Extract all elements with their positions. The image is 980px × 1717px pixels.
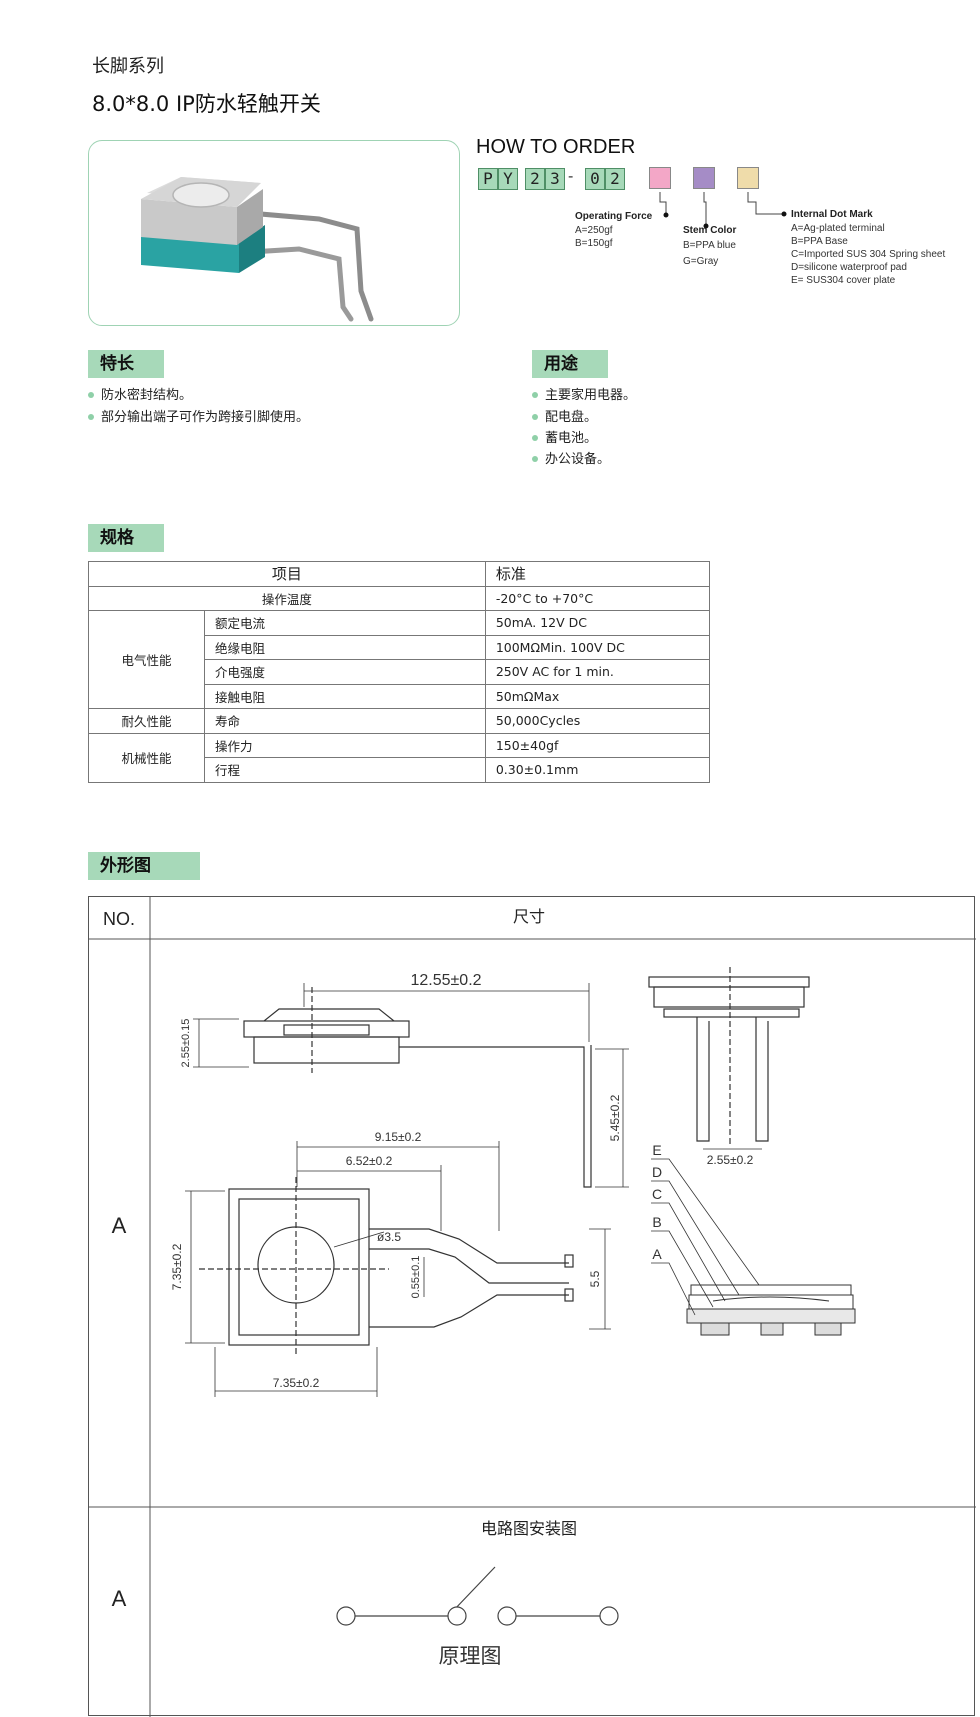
dim-0-55: 0.55±0.1 [410,1256,422,1299]
col-size-header: 尺寸 [513,907,545,926]
layer-label: D [652,1164,662,1180]
features-heading: 特长 [88,350,164,378]
code-char: 2 [605,168,625,190]
uses-heading: 用途 [532,350,608,378]
table-row: 机械性能 操作力 150±40gf [88,732,711,783]
operating-force-label: Operating Force [575,211,653,222]
dot-mark-swatch [737,167,759,189]
cell-label: 寿命 [204,708,486,734]
table-row: 介电强度 250V AC for 1 min. [89,659,711,685]
circuit-diagram [336,1566,619,1626]
col-std-header: 标准 [484,561,711,587]
side-view [243,987,592,1188]
dim-leg-drop: 5.45±0.2 [608,1094,622,1141]
dim-width-v: 7.35±0.2 [170,1243,184,1290]
cell-label: 额定电流 [204,610,486,636]
table-row: 行程 0.30±0.1mm [89,757,711,783]
product-photo [88,140,460,326]
dot-mark-b: B=PPA Base [791,236,848,247]
col-no-header: NO. [103,909,135,929]
code-char: 0 [585,168,605,190]
dim-total-length: 12.55±0.2 [410,972,481,989]
stem-color-b: B=PPA blue [683,240,736,251]
operating-force-b: B=150gf [575,238,613,249]
cell-value: 50mΩMax [484,683,711,709]
col-item-header: 项目 [88,561,486,587]
operating-force-swatch [649,167,671,189]
dot-mark-a: A=Ag-plated terminal [791,223,885,234]
cell-value: -20°C to +70°C [484,585,711,611]
operating-force-a: A=250gf [575,225,613,236]
table-row: 耐久性能 寿命 50,000Cycles [88,708,711,734]
dot-mark-c: C=Imported SUS 304 Spring sheet [791,249,946,260]
dim-side-pitch: 2.55±0.2 [707,1153,754,1167]
table-row: 电气性能 额定电流 50mA. 12V DC [88,610,711,709]
cell-value: 0.30±0.1mm [484,757,711,783]
layer-label: C [652,1186,662,1202]
cell-label: 操作温度 [88,585,486,611]
table-row: 项目 标准 [88,561,711,587]
dimension-drawing: NO. 尺寸 A 12.55±0.2 2.55±0.15 5.45±0.2 [89,897,976,1717]
cell-value: 250V AC for 1 min. [484,659,711,685]
layer-label: E [652,1142,661,1158]
dim-6-52: 6.52±0.2 [346,1154,393,1168]
right-view [648,967,810,1150]
cell-value: 150±40gf [484,732,711,758]
cell-label: 介电强度 [204,659,486,685]
dim-width-h: 7.35±0.2 [273,1376,320,1390]
order-leader-lines [659,192,787,229]
dim-phi: ø3.5 [377,1230,401,1244]
cell-label: 绝缘电阻 [204,634,486,660]
dim-height: 2.55±0.15 [180,1019,192,1068]
spec-table: 项目 标准 操作温度 -20°C to +70°C 电气性能 额定电流 50mA… [88,561,711,783]
cell-value: 100MΩMin. 100V DC [484,634,711,660]
row-label: A [112,1213,127,1238]
switch-illustration [141,177,374,322]
cell-value: 50,000Cycles [484,708,711,734]
cell-value: 50mA. 12V DC [484,610,711,636]
cell-label: 接触电阻 [204,683,486,709]
product-title: 8.0*8.0 IP防水轻触开关 [92,92,321,116]
group-label: 耐久性能 [88,708,205,734]
code-char: P [478,168,498,190]
use-item: 配电盘。 [532,406,597,425]
series-label: 长脚系列 [92,56,164,77]
use-item: 办公设备。 [532,448,610,467]
feature-item: 防水密封结构。 [88,384,192,403]
spec-heading: 规格 [88,524,164,552]
circuit-caption: 原理图 [439,1644,502,1668]
table-row: 接触电阻 50mΩMax [89,683,711,709]
use-item: 主要家用电器。 [532,384,636,403]
dim-9-15: 9.15±0.2 [375,1130,422,1144]
dimensions-heading: 外形图 [88,852,200,880]
circuit-heading: 电路图安装图 [481,1519,577,1538]
cell-label: 操作力 [204,732,486,758]
feature-item: 部分输出端子可作为跨接引脚使用。 [88,406,309,425]
layer-label: A [652,1246,662,1262]
group-label: 电气性能 [88,610,205,709]
stem-color-g: G=Gray [683,256,719,267]
code-char: 2 [525,168,545,190]
how-to-order-title: HOW TO ORDER [476,136,636,158]
table-row: 操作温度 -20°C to +70°C [88,585,711,611]
circuit-row-label: A [112,1586,127,1611]
use-item: 蓄电池。 [532,427,597,446]
cell-label: 行程 [204,757,486,783]
dimension-frame: NO. 尺寸 A 12.55±0.2 2.55±0.15 5.45±0.2 [88,896,976,1717]
code-char: 3 [545,168,565,190]
section-view [686,1284,856,1336]
top-view [199,1177,574,1357]
dot-mark-e: E= SUS304 cover plate [791,275,896,286]
layer-label: B [652,1214,661,1230]
code-char: Y [498,168,518,190]
stem-color-label: Stem Color [683,225,737,236]
table-row: 绝缘电阻 100MΩMin. 100V DC [89,634,711,660]
group-label: 机械性能 [88,732,205,783]
dot-mark-label: Internal Dot Mark [791,209,873,220]
stem-color-swatch [693,167,715,189]
dim-5-5: 5.5 [588,1270,602,1287]
dot-mark-d: D=silicone waterproof pad [791,262,907,273]
code-dash: - [568,168,574,185]
